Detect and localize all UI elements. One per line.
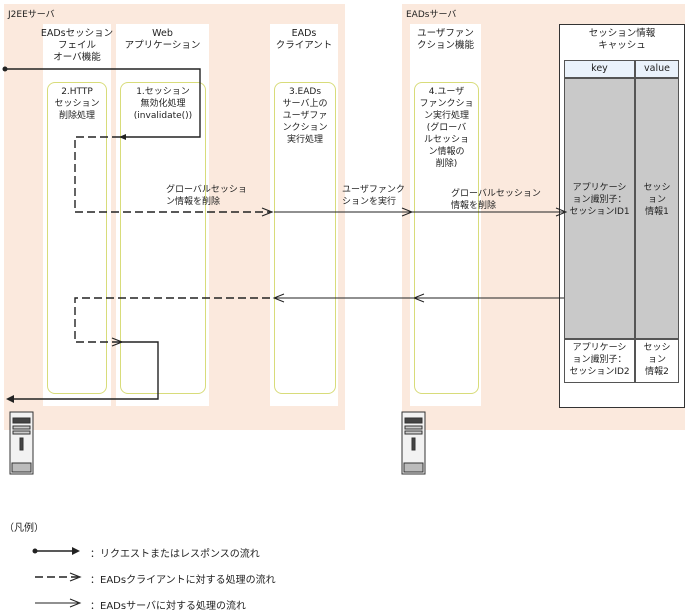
legend-item-request: ：リクエストまたはレスポンスの流れ (90, 549, 260, 560)
legend-item-eads-server: ：EADsサーバに対する処理の流れ (90, 601, 246, 612)
request-flow (2, 66, 201, 140)
cache-header-key: key (564, 60, 635, 78)
eads-client-flow-heads (111, 207, 274, 347)
eads-client-column-title: EADs クライアント (275, 28, 333, 51)
j2ee-server-machine-icon (9, 411, 34, 475)
eads-server-machine-icon (401, 411, 426, 475)
legend-item-eads-client: ：EADsクライアントに対する処理の流れ (90, 575, 276, 586)
flow-label-delete-global-1: グローバルセッショ ン情報を削除 (166, 185, 247, 207)
flow-label-delete-global-2: グローバルセッション 情報を削除 (451, 189, 541, 211)
process-3-user-func-exec (274, 82, 336, 394)
webapp-column-title: Web アプリケーション (124, 28, 201, 51)
cache-row-2-key: アプリケーシ ョン識別子： セッションID2 (569, 343, 630, 377)
cache-row-2-value: セッシ ョン 情報2 (643, 343, 671, 377)
cache-row-2-key-cell (564, 339, 635, 383)
process-3-label: 3.EADs サーバ上の ユーザファ ンクション 実行処理 (282, 87, 328, 145)
failover-column-title: EADsセッション フェイル オーバ機能 (40, 28, 114, 63)
response-flow (6, 341, 159, 403)
session-cache-title: セッション情報 キャッシュ (588, 28, 656, 51)
legend-request-marker (32, 547, 80, 555)
cache-row-1-key-cell (564, 78, 635, 339)
cache-row-1-key: アプリケーシ ョン識別子： セッションID1 (569, 183, 630, 217)
eads-server-flow (272, 207, 568, 303)
legend-eads-server-marker (35, 598, 82, 608)
j2ee-server-title: J2EEサーバ (8, 10, 55, 20)
eads-server-title: EADsサーバ (406, 10, 457, 20)
process-4-label: 4.ユーザ ファンクショ ン実行処理 (グローバ ルセッショ ン情報の 削除) (419, 87, 474, 169)
eads-client-flow (74, 136, 270, 343)
process-4-global-session-delete (414, 82, 479, 394)
cache-header-value: value (635, 60, 679, 78)
legend-eads-client-marker (35, 572, 82, 582)
cache-row-1-value: セッシ ョン 情報1 (643, 183, 671, 217)
process-1-label: 1.セッション 無効化処理 (invalidate()) (133, 87, 193, 121)
cache-row-2-value-cell (635, 339, 679, 383)
flow-label-run-user-func: ユーザファンク ションを実行 (342, 185, 405, 207)
legend-title: （凡例） (4, 523, 44, 534)
user-func-column-title: ユーザファン クション機能 (416, 28, 474, 51)
cache-row-1-value-cell (635, 78, 679, 339)
process-2-label: 2.HTTP セッション 削除処理 (54, 87, 100, 121)
process-1-invalidate (120, 82, 206, 394)
